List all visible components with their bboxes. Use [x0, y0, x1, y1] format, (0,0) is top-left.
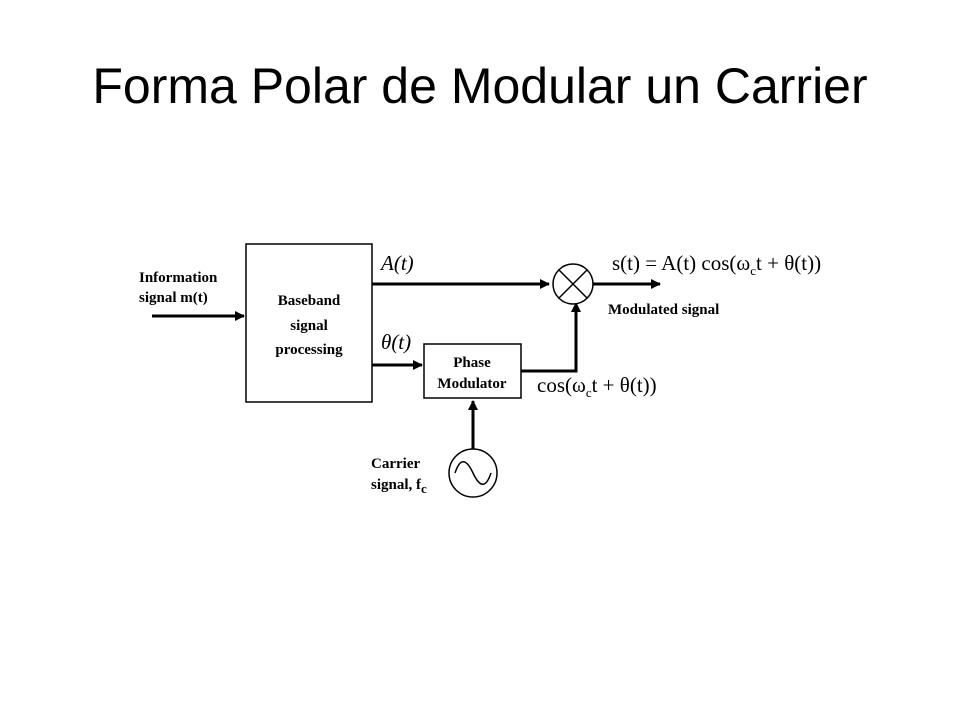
- multiplier-cross-b: [558, 269, 588, 299]
- output-equation: s(t) = A(t) cos(ωct + θ(t)): [612, 251, 821, 278]
- phase-modulator-label-line1: Phase: [453, 355, 491, 371]
- slide-title: Forma Polar de Modular un Carrier: [92, 58, 868, 114]
- output-equation-prefix: s(t) = A(t) cos(ω: [612, 251, 750, 275]
- carrier-label-line2: signal, fc: [371, 477, 427, 496]
- carrier-label-text: signal, f: [371, 477, 422, 493]
- baseband-block: [245, 243, 373, 403]
- amplitude-label: A(t): [379, 251, 414, 275]
- output-equation-sub: c: [750, 263, 756, 278]
- modulator-output-suffix: t + θ(t)): [592, 373, 657, 397]
- input-label-line1: Information: [139, 270, 218, 286]
- baseband-label-line3: processing: [275, 342, 343, 358]
- modulator-output-line: [521, 302, 581, 373]
- modulator-output-label: cos(ωct + θ(t)): [537, 373, 657, 400]
- carrier-label-line1: Carrier: [371, 456, 420, 472]
- phase-modulator-label-line2: Modulator: [437, 376, 507, 392]
- baseband-label-line1: Baseband: [278, 293, 341, 309]
- sine-wave-icon: [454, 461, 492, 485]
- input-label-line2: signal m(t): [139, 290, 208, 306]
- output-label: Modulated signal: [608, 302, 719, 318]
- modulator-output-sub: c: [586, 385, 592, 400]
- modulator-output-prefix: cos(ω: [537, 373, 586, 397]
- baseband-label-line2: signal: [290, 318, 328, 334]
- carrier-label-sub: c: [421, 481, 427, 496]
- output-equation-suffix: t + θ(t)): [756, 251, 821, 275]
- phase-label: θ(t): [381, 330, 411, 354]
